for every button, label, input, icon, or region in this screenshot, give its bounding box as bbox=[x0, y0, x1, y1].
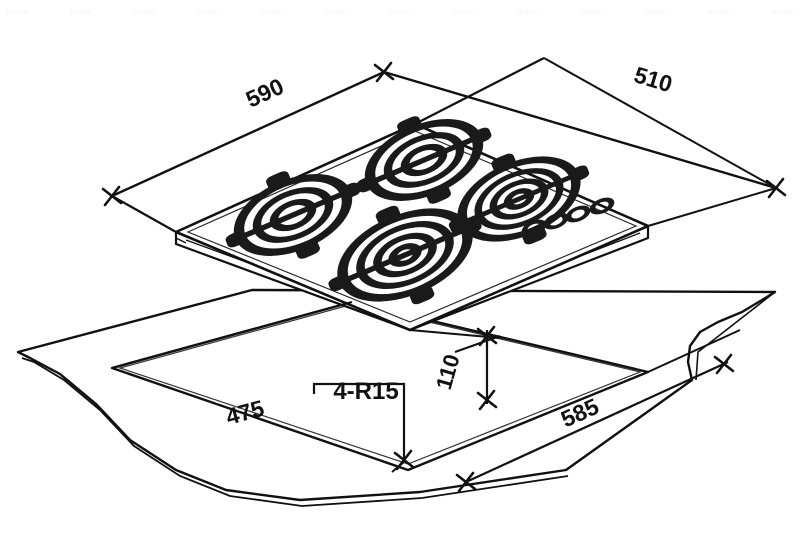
control-knob-1[interactable] bbox=[521, 219, 547, 237]
control-knob-2[interactable] bbox=[543, 212, 569, 230]
dim-label-4-R15: 4-R15 bbox=[333, 378, 398, 405]
burner-rear-center bbox=[356, 116, 492, 204]
dim-label-590: 590 bbox=[242, 73, 288, 113]
burner-left bbox=[225, 171, 361, 259]
control-knob-3[interactable] bbox=[565, 205, 591, 223]
control-knobs-group bbox=[521, 197, 615, 237]
dimension-lines bbox=[101, 57, 787, 493]
control-knob-4[interactable] bbox=[589, 197, 615, 215]
burner-front bbox=[328, 205, 482, 305]
dim-label-510: 510 bbox=[631, 61, 675, 97]
